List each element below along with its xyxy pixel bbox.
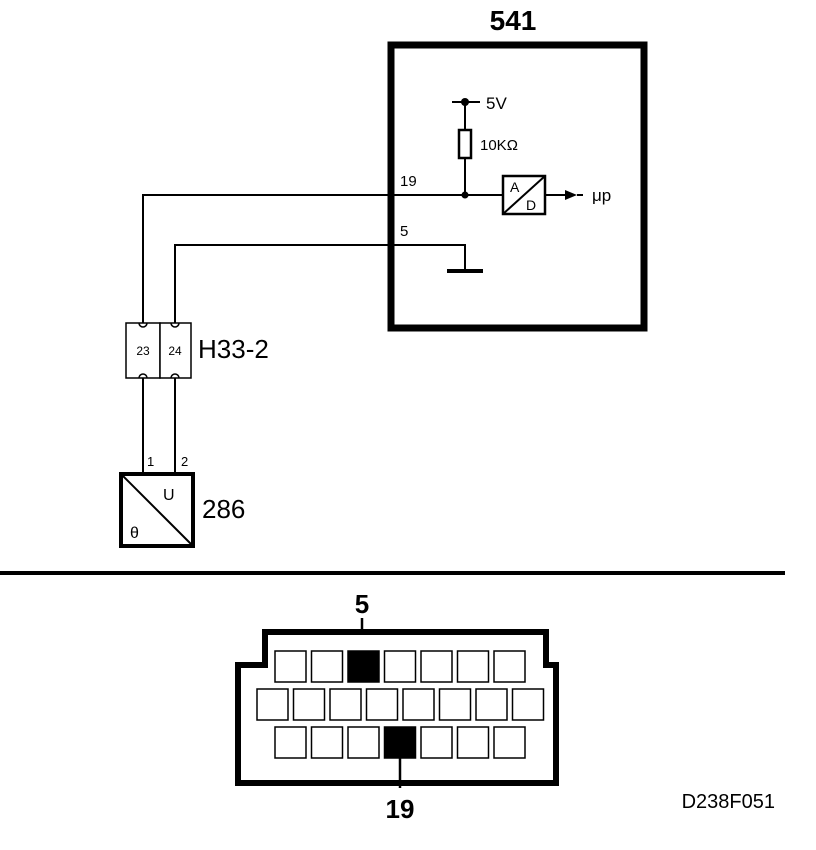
pin-5-label: 5 [400,223,408,240]
plug-pin-cavity [274,650,307,683]
resistor-label: 10KΩ [480,137,518,154]
plug-pin-5-label: 5 [355,589,369,619]
sensor-diagonal [122,475,192,545]
plug-pin-cavity [365,688,399,721]
sensor-pin-2-label: 2 [181,454,188,469]
ecu-box [387,41,648,332]
plug-pin-19-label: 19 [386,794,415,824]
pin-24-top-socket-icon [170,322,180,328]
plug-pin-cavity [329,688,362,721]
sensor-label: 286 [202,494,245,524]
pin-24-bottom-socket-icon [170,373,180,379]
pin-23-bottom-socket-icon [138,373,148,379]
plug-pin-cavity [493,650,526,683]
plug-pin-cavity [438,688,472,721]
plug-pin-highlighted [347,650,380,683]
output-arrow-icon [565,190,577,200]
adc-label-a: A [510,179,520,195]
figure-code: D238F051 [682,791,775,813]
ecu-label: 541 [490,5,537,36]
plug-pin-cavity [456,650,490,683]
plug-pin-cavity [493,726,526,759]
plug-pin-cavity [256,688,289,721]
pin-23-top-socket-icon [138,322,148,328]
sensor-pin-1-label: 1 [147,454,154,469]
plug-pin-cavity [347,726,380,759]
sensor-symbol-theta: θ [130,525,139,542]
connector-pin-24-label: 24 [168,344,182,358]
plug-pin-highlighted [383,726,417,759]
plug-pin-cavity [274,726,307,759]
sensor-symbol-u: U [163,487,175,504]
connector-label: H33-2 [198,334,269,364]
microprocessor-label: μp [592,186,611,205]
ground-wire [174,244,466,323]
pin-19-label: 19 [400,173,417,190]
plug-pin-cavity [310,650,344,683]
adc-label-d: D [526,197,536,213]
adc-diagonal [502,175,546,215]
plug-pin-cavity [456,726,490,759]
pullup-resistor [457,128,473,160]
plug-pin-cavity [402,688,435,721]
plug-pin-cavity [420,726,453,759]
signal-wire [142,194,503,323]
plug-pin-cavity [292,688,326,721]
plug-pin-cavity [383,650,417,683]
plug-pin-grid [256,650,545,759]
plug-pin-cavity [475,688,508,721]
plug-pin-cavity [420,650,453,683]
connector-pin-23-label: 23 [136,344,150,358]
temperature-sensor [119,472,195,548]
plug-pin-cavity [511,688,545,721]
plug-pin-cavity [310,726,344,759]
supply-voltage-label: 5V [486,94,507,113]
